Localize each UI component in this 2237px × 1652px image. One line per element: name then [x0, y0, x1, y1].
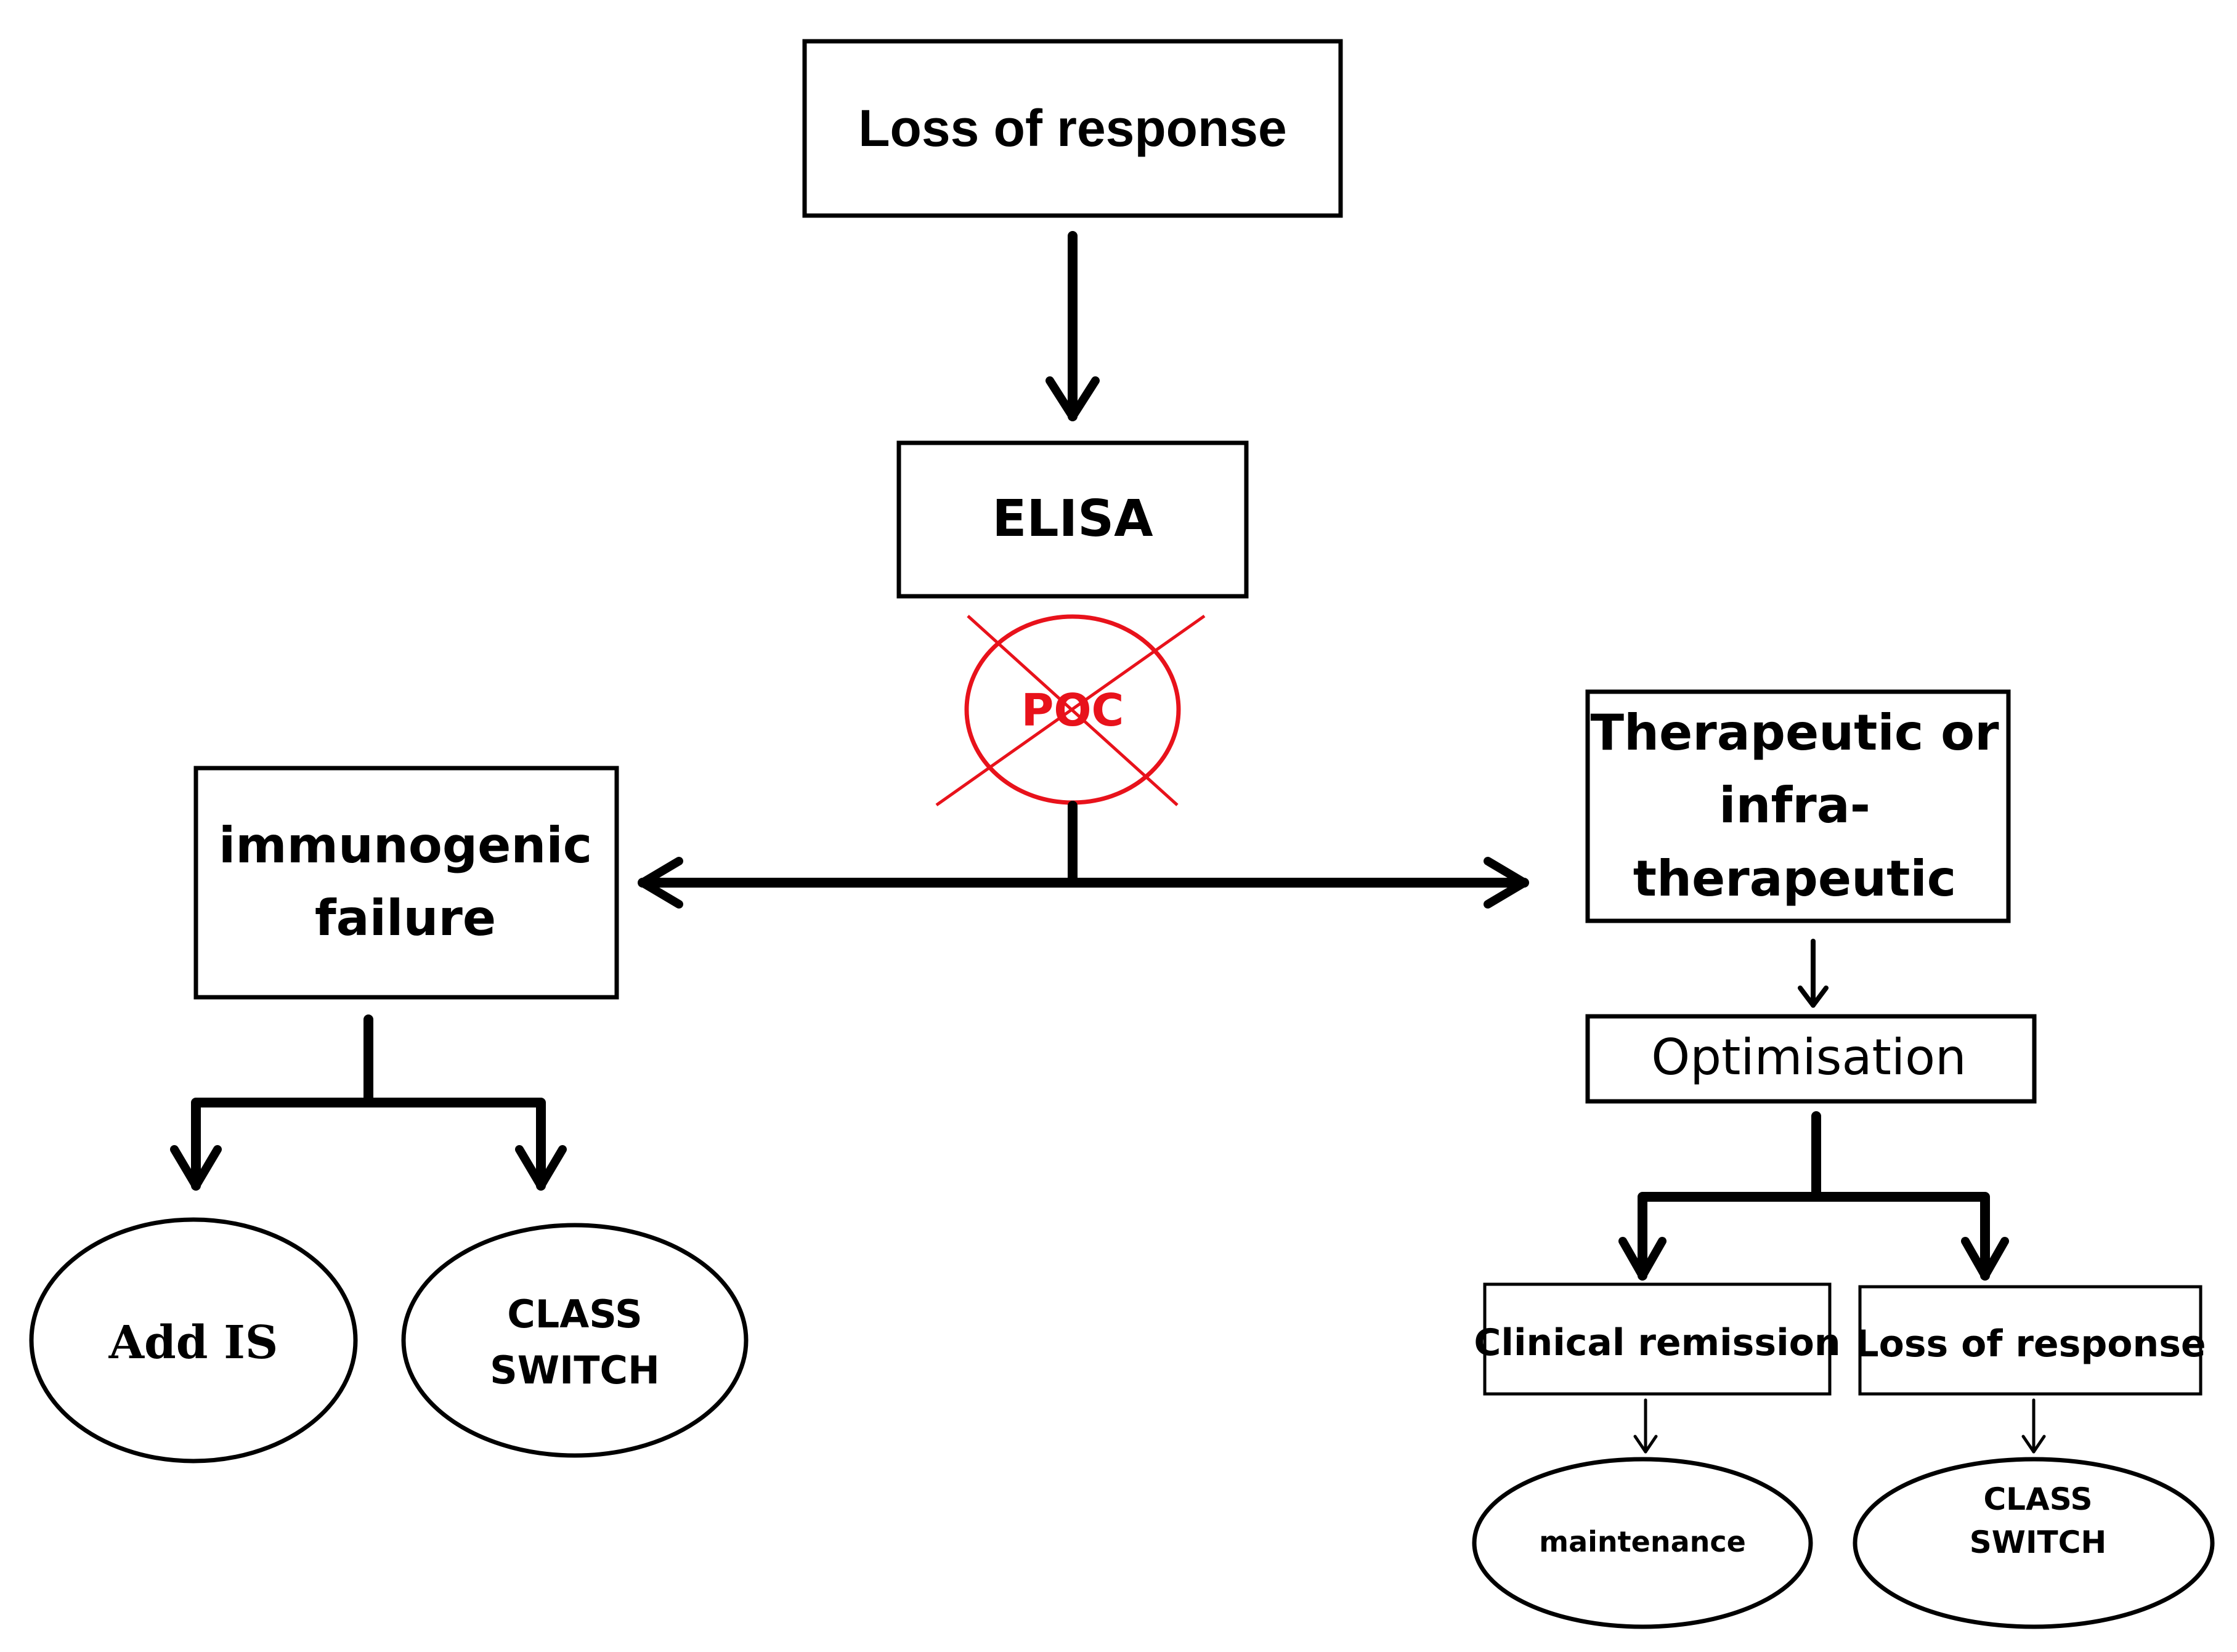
- class-switch-left-line2: SWITCH: [490, 1348, 660, 1393]
- maintenance-ellipse: [1472, 1457, 1813, 1629]
- clinical-remission-box: [1483, 1282, 1832, 1396]
- add-is-label: Add IS: [108, 1316, 278, 1369]
- elisa-box: [896, 440, 1249, 599]
- class-switch-right-line2: SWITCH: [1970, 1524, 2106, 1560]
- loss-of-response-label: Loss of response: [858, 99, 1287, 157]
- poc-crossed-out-marker: POC: [935, 614, 1206, 807]
- optimisation-label: Optimisation: [1651, 1029, 1966, 1086]
- optimisation-box: [1585, 1014, 2037, 1104]
- therapeutic-label-line3: therapeutic: [1633, 850, 1956, 907]
- loss-of-response-right-box: [1858, 1285, 2202, 1396]
- class-switch-right-ellipse: [1853, 1457, 2215, 1629]
- class-switch-left-ellipse: [401, 1223, 749, 1458]
- branch-optimisation: [1618, 1111, 2009, 1281]
- loss-of-response-right-label: Loss of response: [1855, 1322, 2206, 1366]
- arrow-remission-to-maintenance: [1633, 1398, 1658, 1454]
- arrow-therapeutic-to-optimisation: [1798, 939, 1829, 1008]
- clinical-remission-label: Clinical remission: [1474, 1321, 1840, 1364]
- poc-cross-line-b: [935, 614, 1206, 807]
- class-switch-left-line1: CLASS: [507, 1292, 643, 1337]
- therapeutic-label-line1: Therapeutic or: [1590, 704, 1999, 761]
- therapeutic-box: [1585, 689, 2011, 923]
- elisa-label: ELISA: [992, 490, 1153, 548]
- arrow-loss-to-elisa: [1045, 231, 1100, 421]
- immunogenic-failure-line1: immunogenic: [219, 817, 592, 874]
- arrow-loss-to-class-switch: [2021, 1398, 2046, 1454]
- immunogenic-failure-box: [193, 766, 619, 1000]
- split-connector: [638, 801, 1529, 909]
- therapeutic-label-line2: infra-: [1719, 777, 1870, 834]
- branch-immunogenic: [170, 1014, 567, 1191]
- add-is-ellipse: [29, 1217, 358, 1464]
- maintenance-label: maintenance: [1539, 1525, 1746, 1558]
- loss-of-response-box: [802, 39, 1343, 218]
- class-switch-right-line1: CLASS: [1983, 1481, 2092, 1517]
- immunogenic-failure-line2: failure: [315, 889, 496, 947]
